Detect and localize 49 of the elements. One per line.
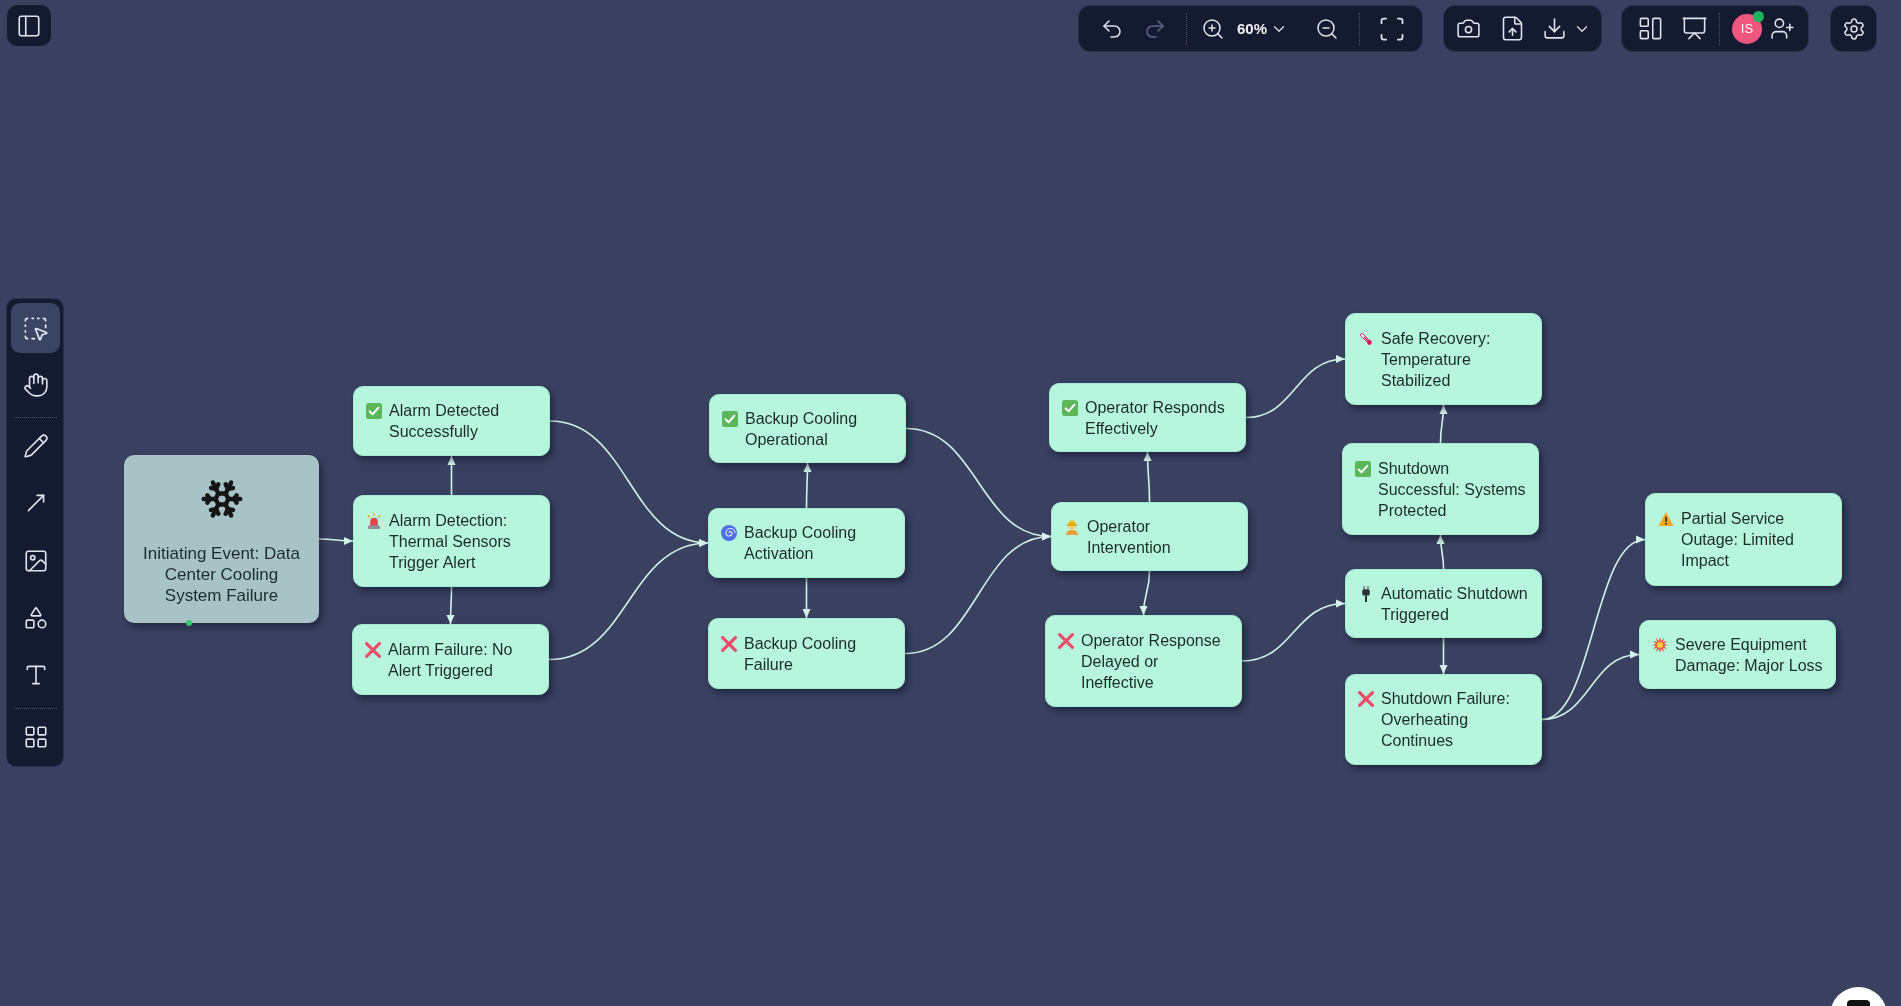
arrow xyxy=(803,462,812,509)
node-label: Operator Response Delayed or Ineffective xyxy=(1081,630,1222,693)
outcome-box xyxy=(1045,615,1242,707)
outcome-box xyxy=(352,624,549,695)
outcome-box xyxy=(353,495,550,587)
event-box xyxy=(124,455,319,623)
node-label: Initiating Event: Data Center Cooling System Failure xyxy=(142,543,301,606)
node-label: Backup Cooling Failure xyxy=(744,633,858,675)
arrow xyxy=(1439,637,1448,675)
outcome-box xyxy=(1639,620,1836,689)
node-label: Safe Recovery: Temperature Stabilized xyxy=(1381,328,1492,391)
arrow xyxy=(1541,651,1640,721)
outcome-box xyxy=(1345,313,1542,405)
arrow xyxy=(318,536,354,545)
node-label: Severe Equipment Damage: Major Loss xyxy=(1675,634,1823,676)
node-label: Partial Service Outage: Limited Impact xyxy=(1681,509,1795,571)
outcome-box xyxy=(1049,383,1246,452)
outcome-box xyxy=(708,508,905,578)
node-label: Backup Cooling Operational xyxy=(745,408,859,450)
outcome-box xyxy=(1345,674,1542,765)
node-label: Shutdown Failure: Overheating Continues xyxy=(1381,689,1511,751)
arrow xyxy=(1143,451,1152,503)
arrow xyxy=(1439,404,1448,444)
arrow xyxy=(1241,600,1346,662)
node-label: Backup Cooling Activation xyxy=(744,523,858,564)
arrow xyxy=(904,533,1052,655)
outcome-box xyxy=(1342,443,1539,535)
zoom-dropdown: 60% xyxy=(1237,17,1289,41)
outcome-box xyxy=(1345,569,1542,638)
outcome-box xyxy=(1645,493,1842,586)
arrow xyxy=(446,586,455,625)
arrow xyxy=(447,455,456,496)
arrow xyxy=(1245,355,1346,419)
node-label: Alarm Failure: No Alert Triggered xyxy=(388,639,514,681)
node-label: Alarm Detected Successfully xyxy=(389,401,501,442)
avatar: IS xyxy=(1732,14,1762,44)
node-label: Operator Intervention xyxy=(1087,516,1172,558)
node-label: Operator Responds Effectively xyxy=(1085,397,1226,439)
arrow xyxy=(548,540,709,661)
outcome-box xyxy=(709,394,906,463)
arrow xyxy=(1139,570,1151,616)
node-label: Alarm Detection: Thermal Sensors Trigger Alert xyxy=(389,510,512,573)
outcome-box xyxy=(1051,502,1248,571)
arrow xyxy=(802,577,811,619)
node-label: Automatic Shutdown Triggered xyxy=(1381,583,1529,625)
outcome-box xyxy=(708,618,905,689)
outcome-box xyxy=(353,386,550,456)
node-label: Shutdown Successful: Systems Protected xyxy=(1378,458,1526,521)
arrow xyxy=(1436,534,1445,570)
